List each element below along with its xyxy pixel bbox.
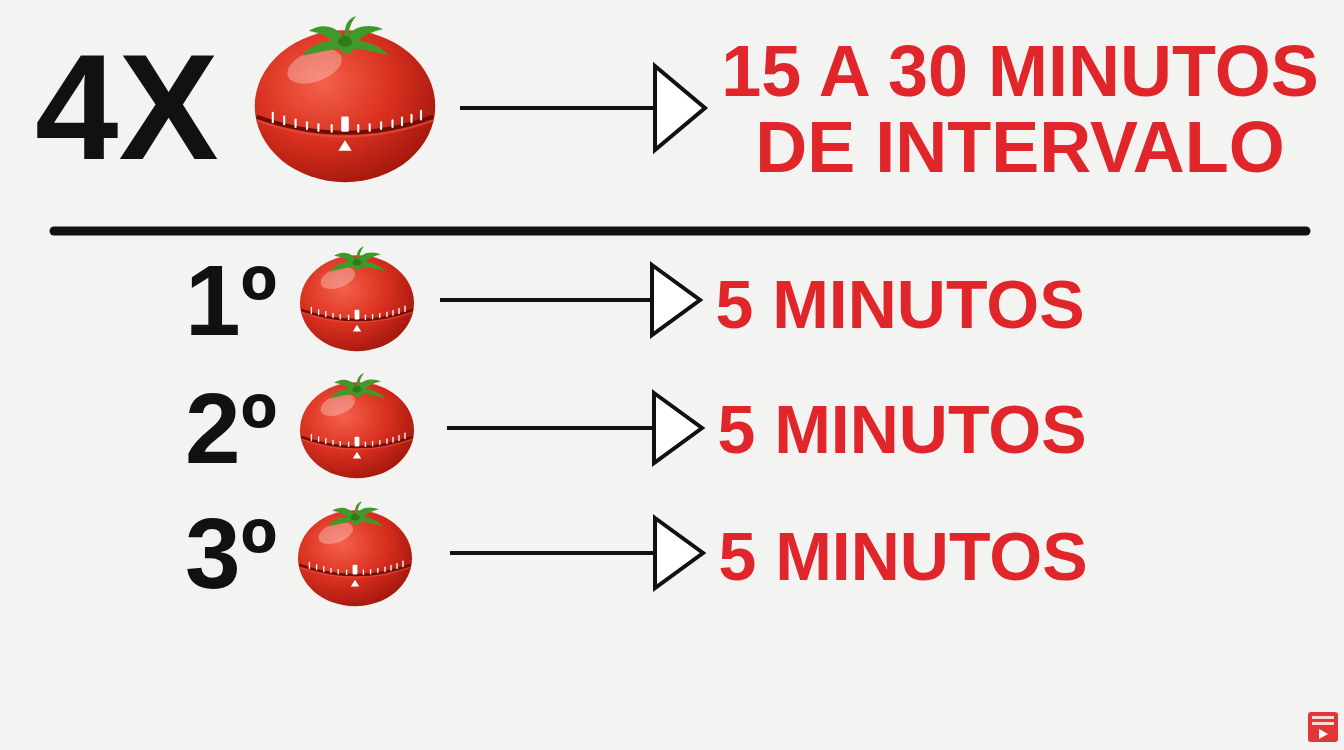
step-count: 1º	[185, 245, 440, 355]
break-duration: 5 MINUTOS	[700, 269, 1100, 340]
step-count: 3º	[185, 498, 450, 608]
step-count: 2º	[185, 373, 447, 483]
count-label: 4X	[35, 29, 218, 187]
count-label: 1º	[185, 248, 277, 353]
arrow-connector	[447, 393, 702, 463]
count-label: 3º	[185, 501, 277, 606]
step-count: 4X	[35, 33, 460, 183]
arrow-connector	[460, 66, 705, 150]
arrow-connector	[440, 265, 700, 335]
tomato-timer	[300, 246, 414, 351]
break-duration: 15 A 30 MINUTOS DE INTERVALO	[705, 34, 1335, 185]
tomato-timer	[298, 501, 412, 606]
break-duration: 5 MINUTOS	[702, 394, 1102, 465]
duration-label: 5 MINUTOS	[702, 394, 1102, 465]
duration-label: 5 MINUTOS	[703, 521, 1103, 592]
duration-label: 15 A 30 MINUTOS DE INTERVALO	[705, 34, 1335, 185]
watermark-icon	[1308, 712, 1338, 742]
count-label: 2º	[185, 376, 277, 481]
break-duration: 5 MINUTOS	[703, 521, 1103, 592]
separator-line	[54, 227, 1306, 236]
arrow-connector	[450, 518, 703, 588]
tomato-timer	[255, 16, 436, 182]
tomato-timer	[300, 373, 414, 478]
duration-label: 5 MINUTOS	[700, 269, 1100, 340]
